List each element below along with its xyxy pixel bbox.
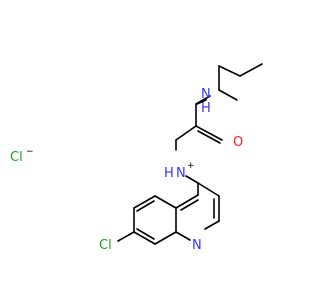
bond <box>239 63 263 77</box>
ring-n-label: N <box>192 238 202 253</box>
atom-labels: Cl − N H O H N + Cl N <box>10 87 243 253</box>
bond <box>154 195 177 209</box>
bond <box>175 231 191 241</box>
ammonium-charge: + <box>187 161 195 171</box>
bond <box>195 125 223 141</box>
counter-ion-charge: − <box>26 147 34 157</box>
bond <box>195 95 211 105</box>
counter-ion-label: Cl <box>10 150 23 165</box>
bond <box>218 89 238 101</box>
amide-n-label: N <box>201 87 211 102</box>
bond <box>136 200 155 212</box>
bond <box>204 220 220 230</box>
bond <box>197 182 220 197</box>
bond <box>136 228 155 240</box>
bond-group <box>117 63 263 245</box>
ammonium-n-label: N <box>176 166 186 181</box>
ring-cl-label: Cl <box>99 238 112 253</box>
molecule-structure: Cl − N H O H N + Cl N <box>10 63 263 253</box>
bond <box>175 194 199 209</box>
bond <box>185 175 199 184</box>
bond <box>133 195 156 209</box>
ammonium-h-label: H <box>164 166 174 181</box>
amide-h-label: H <box>201 101 211 116</box>
amide-o-label: O <box>233 135 243 150</box>
bond <box>218 65 241 77</box>
bond <box>133 231 156 245</box>
bond <box>175 125 197 141</box>
bond <box>197 130 221 144</box>
bond <box>117 231 135 242</box>
bond <box>154 231 177 245</box>
bond <box>180 199 199 211</box>
